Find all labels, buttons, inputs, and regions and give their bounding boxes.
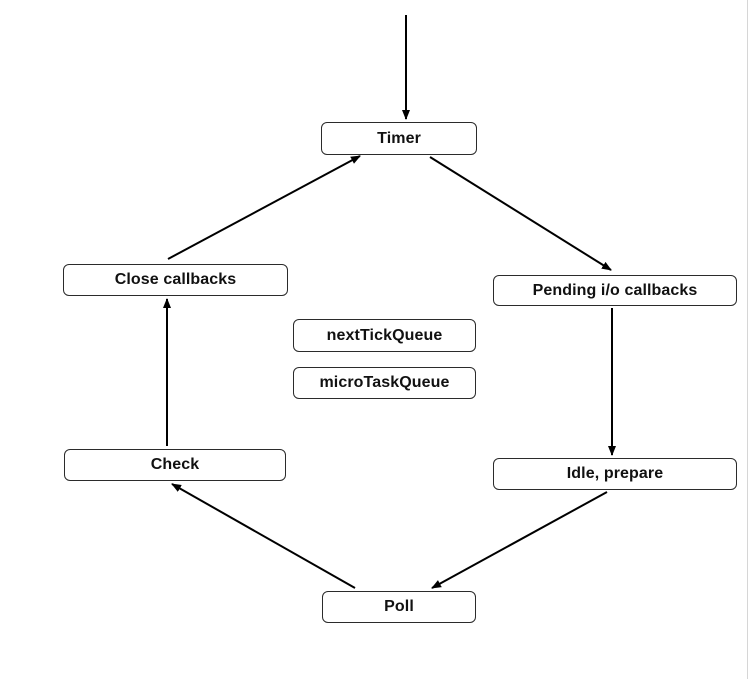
arrow-timer-to-pending — [429, 156, 612, 271]
phase-idle-prepare-node: Idle, prepare — [493, 458, 737, 490]
phase-check-node: Check — [64, 449, 286, 481]
phase-pending-io-callbacks-label: Pending i/o callbacks — [532, 281, 698, 299]
phase-idle-prepare-label: Idle, prepare — [566, 465, 664, 482]
phase-timer-label: Timer — [377, 129, 421, 147]
next-tick-queue-box: nextTickQueue — [293, 319, 476, 352]
phase-close-callbacks-node: Close callbacks — [63, 264, 288, 296]
micro-task-queue-label: microTaskQueue — [319, 374, 450, 391]
phase-poll-node: Poll — [322, 591, 476, 623]
phase-close-callbacks-label: Close callbacks — [114, 271, 237, 288]
phase-timer-node: Timer — [321, 122, 477, 155]
phase-poll-label: Poll — [384, 598, 414, 615]
arrow-close-to-timer — [167, 155, 361, 260]
window-edge-divider — [747, 0, 748, 679]
phase-pending-io-callbacks-node: Pending i/o callbacks — [493, 275, 737, 306]
arrow-poll-to-check — [171, 483, 356, 589]
arrow-idle-to-poll — [431, 491, 608, 589]
next-tick-queue-label: nextTickQueue — [326, 326, 443, 344]
phase-check-label: Check — [150, 456, 200, 473]
micro-task-queue-box: microTaskQueue — [293, 367, 476, 399]
